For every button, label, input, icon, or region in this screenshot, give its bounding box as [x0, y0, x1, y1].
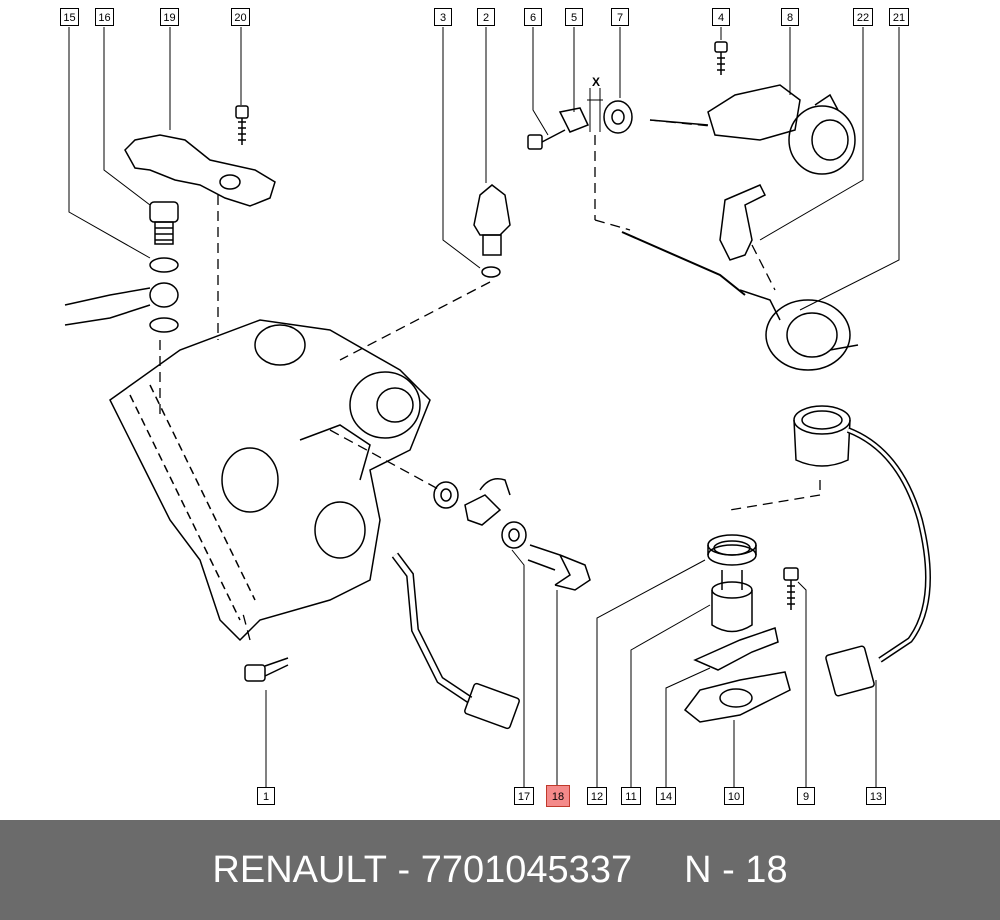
banjo-bolt-16-icon: [149, 201, 179, 245]
bolt-20-icon: [235, 105, 249, 145]
washer-7-icon: [603, 100, 633, 134]
level-sensor-13-icon: [793, 405, 931, 697]
callout-1: 1: [257, 787, 275, 805]
callout-6: 6: [524, 8, 542, 26]
callout-11: 11: [621, 787, 641, 805]
harness-icon: [391, 552, 473, 704]
callout-5: 5: [565, 8, 583, 26]
callout-4: 4: [712, 8, 730, 26]
callout-15: 15: [60, 8, 79, 26]
gasket-14-icon: [693, 627, 779, 671]
sensor-base-11-icon: [711, 570, 753, 633]
bracket-19-icon: [124, 134, 276, 207]
clip-22-icon: [719, 184, 767, 261]
callout-12: 12: [587, 787, 607, 805]
callout-9: 9: [797, 787, 815, 805]
callout-16: 16: [95, 8, 114, 26]
part-info-footer: RENAULT - 7701045337 N - 18: [0, 820, 1000, 920]
flange-10-icon: [683, 671, 791, 723]
washer-15-lower-icon: [149, 317, 179, 333]
callout-17: 17: [514, 787, 534, 805]
actuator-21-icon: [739, 289, 859, 371]
callout-13: 13: [866, 787, 886, 805]
banjo-fitting-icon: [464, 494, 502, 526]
banjo-bolt-18-icon: [527, 544, 591, 591]
callout-14: 14: [656, 787, 676, 805]
callout-3: 3: [434, 8, 452, 26]
brand-name: RENAULT: [212, 848, 387, 891]
leader-lines: [68, 27, 900, 787]
diagram-reference: N - 18: [684, 848, 788, 891]
brand-separator: -: [397, 848, 411, 891]
callout-2: 2: [477, 8, 495, 26]
washer-3-icon: [481, 266, 501, 278]
callout-10: 10: [724, 787, 744, 805]
callout-19: 19: [160, 8, 179, 26]
dimension-mark-x: X: [592, 75, 600, 89]
washer-15-upper-icon: [149, 257, 179, 273]
screw-4-icon: [714, 41, 728, 75]
actuator-8-icon: [649, 84, 856, 175]
callout-20: 20: [231, 8, 250, 26]
exploded-parts-diagram: X: [64, 27, 931, 787]
screw-9-icon: [783, 567, 799, 610]
connector-17-icon: [464, 682, 520, 730]
callout-7: 7: [611, 8, 629, 26]
callout-8: 8: [781, 8, 799, 26]
washer-17-upper-icon: [433, 481, 459, 509]
bolt-6-icon: [527, 129, 566, 150]
callout-22: 22: [853, 8, 873, 26]
sensor-2-icon: [473, 184, 511, 256]
control-cable-icon: [621, 231, 746, 296]
callout-18-highlighted: 18: [546, 785, 570, 807]
callout-21: 21: [889, 8, 909, 26]
part-number: 7701045337: [420, 848, 633, 891]
washer-17-lower-icon: [501, 521, 527, 549]
bolt-1-icon: [244, 657, 289, 682]
clip-5-icon: [558, 107, 590, 133]
seal-ring-12-icon: [707, 534, 757, 566]
injection-pump-body-icon: [109, 319, 431, 642]
assembly-lines: [159, 119, 821, 641]
fuel-hose-icon: [64, 287, 151, 326]
